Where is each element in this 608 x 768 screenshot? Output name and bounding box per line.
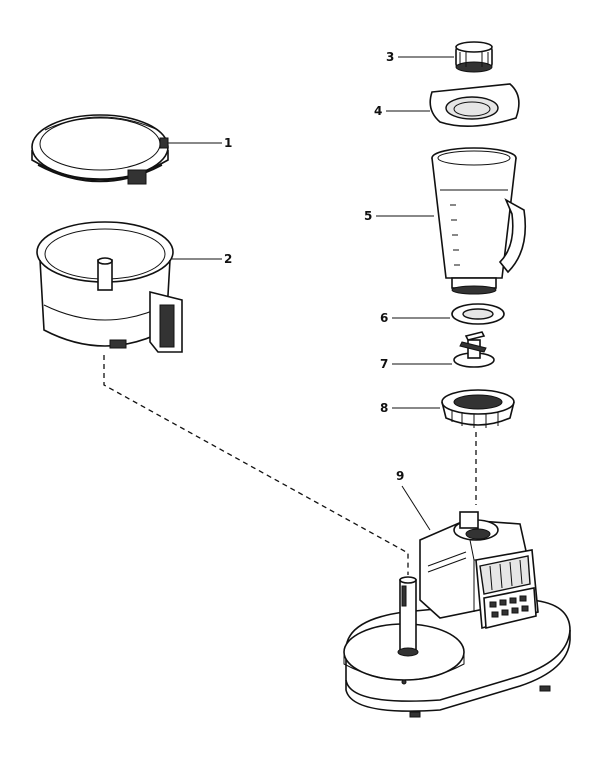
callout-2-label: 2 xyxy=(224,252,232,266)
callout-7-label: 7 xyxy=(380,357,388,371)
part-8-jar-base-collar xyxy=(392,389,515,428)
alignment-line-bowl xyxy=(103,355,409,575)
callout-3-label: 3 xyxy=(386,50,394,64)
callout-8-label: 8 xyxy=(380,401,388,415)
part-6-sealing-ring xyxy=(392,303,505,325)
part-3-filler-cap xyxy=(398,41,493,73)
callout-6-label: 6 xyxy=(380,311,388,325)
part-2-work-bowl xyxy=(36,221,222,353)
part-1-bowl-cover xyxy=(31,114,222,185)
callout-9-label: 9 xyxy=(396,469,404,483)
part-7-blade-assembly xyxy=(392,331,495,368)
callout-1-label: 1 xyxy=(224,136,232,150)
part-9-motor-base xyxy=(343,485,571,718)
part-5-blender-jar xyxy=(376,147,527,295)
callout-4-label: 4 xyxy=(374,104,382,118)
callout-5-label: 5 xyxy=(364,209,372,223)
part-4-container-lid xyxy=(386,83,520,127)
